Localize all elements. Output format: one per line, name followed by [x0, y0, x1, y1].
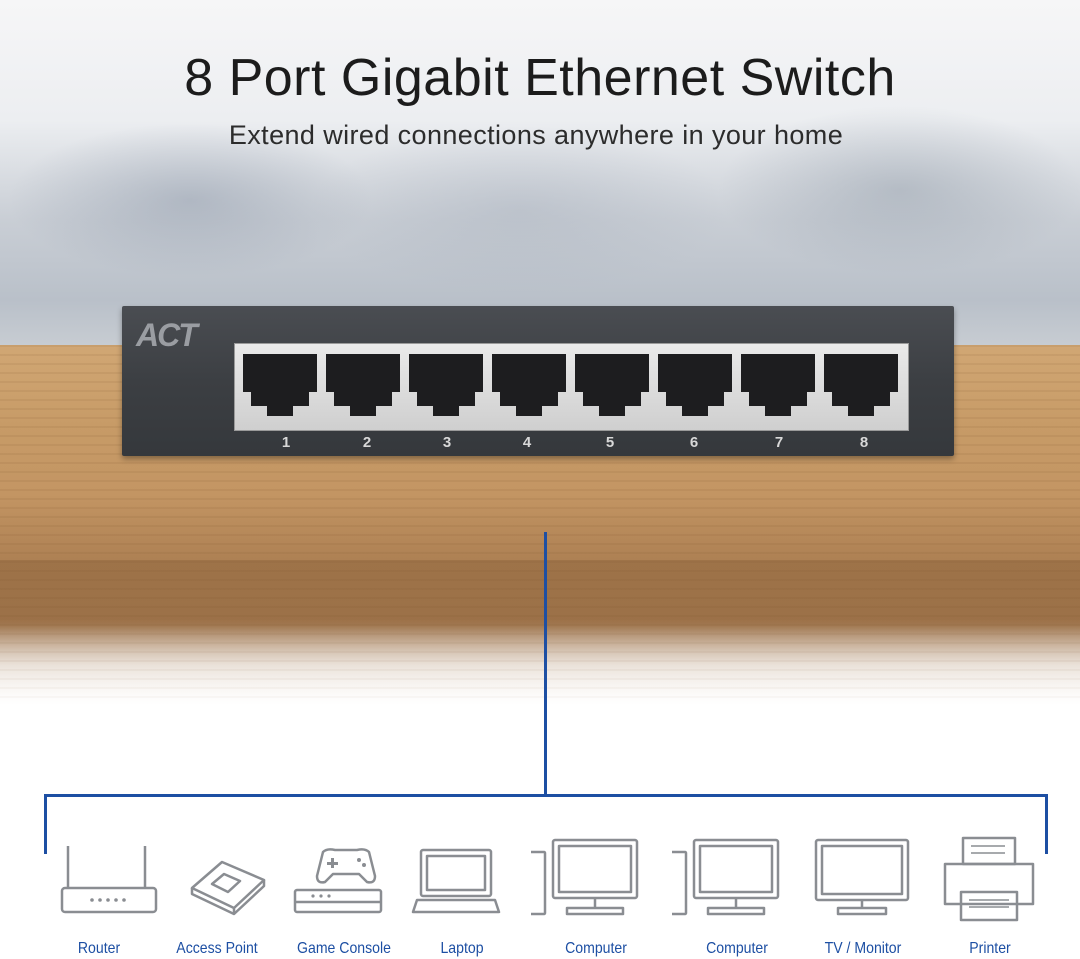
- access-point-icon: [190, 860, 266, 916]
- rj45-port: [492, 354, 566, 420]
- device-label: Laptop: [440, 940, 484, 957]
- white-fade: [0, 620, 1080, 740]
- computer-icon: [531, 838, 639, 916]
- device-access-point: Access Point: [152, 836, 282, 958]
- port-panel: [234, 343, 909, 431]
- rj45-port: [658, 354, 732, 420]
- device-label: Computer: [565, 940, 627, 957]
- port-number: 2: [362, 434, 372, 451]
- device-label: Router: [77, 940, 121, 957]
- rj45-port: [741, 354, 815, 420]
- device-label: Printer: [969, 940, 1011, 957]
- device-label: Computer: [706, 940, 768, 957]
- ethernet-switch: ACT 1 2 3 4 5 6 7 8: [122, 306, 954, 456]
- port-number: 1: [281, 434, 291, 451]
- device-laptop: Laptop: [397, 836, 527, 958]
- port-number: 3: [442, 434, 452, 451]
- port-number: 7: [774, 434, 784, 451]
- device-label: TV / Monitor: [824, 940, 902, 957]
- device-computer: Computer: [672, 836, 802, 958]
- connector-line-horizontal: [44, 794, 1048, 797]
- connector-line-right: [1045, 794, 1048, 854]
- desk-edge: [0, 560, 1080, 620]
- rj45-port: [326, 354, 400, 420]
- page-subtitle: Extend wired connections anywhere in you…: [228, 120, 844, 150]
- device-label: Access Point: [176, 940, 258, 957]
- device-game-console: Game Console: [279, 836, 409, 958]
- page-title: 8 Port Gigabit Ethernet Switch: [184, 49, 896, 107]
- computer-icon: [672, 838, 780, 916]
- rj45-port: [409, 354, 483, 420]
- tv-monitor-icon: [814, 838, 910, 916]
- device-label: Game Console: [297, 940, 391, 957]
- brand-logo: ACT: [136, 317, 198, 353]
- device-printer: Printer: [925, 836, 1055, 958]
- printer-icon: [943, 836, 1035, 922]
- device-computer: Computer: [531, 836, 661, 958]
- port-number: 6: [689, 434, 699, 451]
- connector-line-left: [44, 794, 47, 854]
- port-number: 4: [522, 434, 532, 451]
- port-number: 8: [859, 434, 869, 451]
- port-number: 5: [605, 434, 615, 451]
- router-icon: [60, 846, 158, 914]
- connector-line-vertical: [544, 532, 547, 796]
- rj45-port: [243, 354, 317, 420]
- rj45-port: [824, 354, 898, 420]
- device-router: Router: [34, 836, 164, 958]
- game-console-icon: [293, 848, 383, 914]
- rj45-port: [575, 354, 649, 420]
- device-tv-monitor: TV / Monitor: [798, 836, 928, 958]
- laptop-icon: [411, 848, 501, 914]
